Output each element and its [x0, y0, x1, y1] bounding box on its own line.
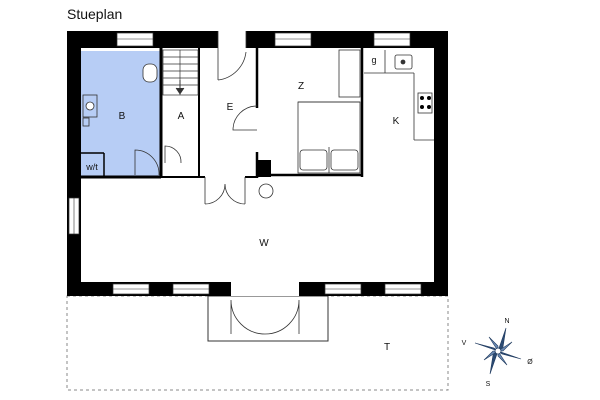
garden-door-opening	[231, 282, 299, 296]
room-label-bedroom: Z	[298, 81, 304, 92]
chimney-block	[257, 160, 271, 177]
compass-rose: N S V Ø	[462, 318, 534, 388]
compass-west-label: V	[462, 340, 467, 347]
hall-double-door	[204, 177, 246, 205]
staircase	[162, 49, 199, 96]
cooktop-icon	[420, 96, 431, 109]
room-label-entrance: E	[227, 102, 234, 113]
room-label-bathroom: B	[119, 111, 126, 122]
bedroom-furniture	[297, 49, 361, 174]
room-label-g: g	[371, 55, 376, 65]
closet-door-swing	[164, 145, 182, 164]
kitchen-counter	[364, 50, 434, 141]
bathroom-fixtures	[82, 63, 160, 176]
stove-circle	[258, 183, 274, 199]
room-label-closet: A	[178, 111, 185, 122]
entrance-opening	[218, 31, 246, 48]
compass-east-label: Ø	[527, 359, 533, 366]
terrace-door-swing	[230, 299, 300, 335]
room-label-toilet: w/t	[85, 162, 98, 172]
room-label-terrace: T	[384, 342, 390, 353]
interior-walls	[81, 48, 364, 179]
compass-north-label: N	[504, 318, 509, 325]
compass-south-label: S	[486, 381, 491, 388]
window-glazing	[73, 38, 421, 290]
room-label-living: W	[259, 238, 269, 249]
entrance-door-swing	[217, 48, 247, 81]
bedroom-door-swing	[232, 105, 258, 131]
terrace-outline	[66, 295, 449, 391]
room-label-kitchen: K	[393, 116, 400, 127]
plan-title: Stueplan	[67, 6, 123, 22]
